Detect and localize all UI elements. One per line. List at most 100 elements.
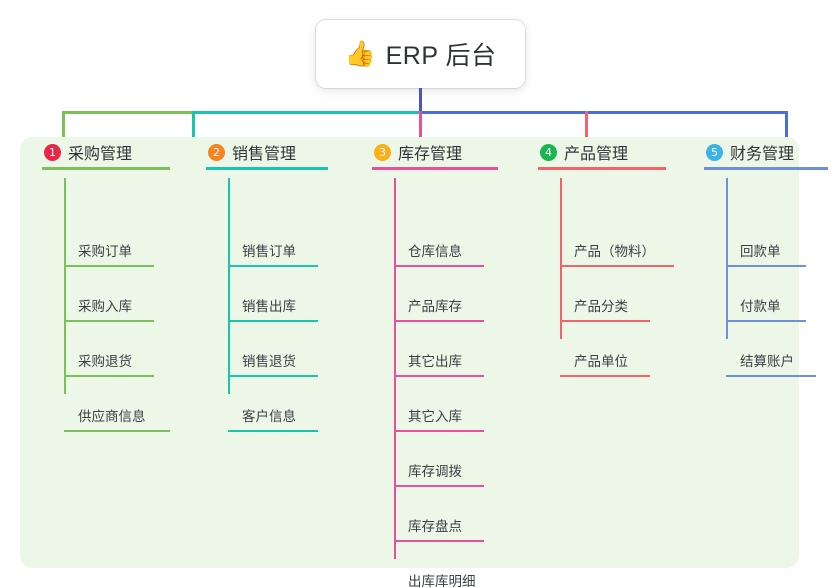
branch-header[interactable]: 2 销售管理 [206,137,328,167]
leaf-node-rule [726,320,806,322]
leaf-node-label: 销售退货 [242,354,296,369]
leaf-node[interactable]: 销售退货 [228,350,318,377]
leaf-node-rule [726,265,806,267]
leaf-node-rule [394,540,484,542]
leaf-node[interactable]: 销售出库 [228,295,318,322]
leaf-node-label: 采购入库 [78,299,132,314]
bus-segment [192,111,420,114]
branch-spine [228,178,230,394]
leaf-node-label: 产品分类 [574,299,628,314]
branch-drop-connector [419,111,422,137]
branch-index-badge: 1 [44,143,61,161]
leaf-node[interactable]: 采购入库 [64,295,154,322]
leaf-node-rule [64,265,154,267]
leaf-node-label: 其它入库 [408,409,462,424]
leaf-node-label: 库存盘点 [408,519,462,534]
thumbs-up-icon: 👍 [344,39,376,68]
leaf-node-rule [560,265,674,267]
branch-title: 采购管理 [68,146,133,163]
branch-title: 库存管理 [398,146,463,163]
leaf-node-label: 销售订单 [242,244,296,259]
branch-title: 销售管理 [232,146,297,163]
leaf-node-rule [228,265,318,267]
leaf-node-rule [64,430,170,432]
branches-panel: 1 采购管理采购订单采购入库采购退货供应商信息 2 销售管理销售订单销售出库销售退货客… [20,137,828,588]
root-node-title: ERP 后台 [385,42,497,70]
leaf-node[interactable]: 产品单位 [560,350,650,377]
leaf-node[interactable]: 仓库信息 [394,240,484,267]
leaf-node-label: 回款单 [740,244,781,259]
branch-drop-connector [192,111,195,137]
branch-column-3: 3 库存管理仓库信息产品库存其它出库其它入库库存调拨库存盘点出库库明细 [372,137,498,588]
leaf-node[interactable]: 出库库明细 [394,570,496,588]
leaf-node[interactable]: 产品分类 [560,295,650,322]
leaf-node[interactable]: 产品库存 [394,295,484,322]
leaf-node-label: 采购退货 [78,354,132,369]
leaf-node[interactable]: 产品（物料） [560,240,674,267]
branch-drop-connector [585,111,588,137]
branch-drop-connector [62,111,65,137]
branch-title: 财务管理 [730,146,795,163]
leaf-node-label: 结算账户 [740,354,794,369]
branch-header-rule [372,167,498,170]
branch-header[interactable]: 3 库存管理 [372,137,498,167]
leaf-node[interactable]: 销售订单 [228,240,318,267]
branch-spine [64,178,66,394]
leaf-node-rule [228,430,318,432]
leaf-node[interactable]: 付款单 [726,295,806,322]
leaf-node-rule [64,320,154,322]
branch-header[interactable]: 4 产品管理 [538,137,666,167]
root-connector-stem [419,88,422,113]
leaf-node-rule [228,320,318,322]
leaf-node-rule [64,375,154,377]
leaf-node-rule [394,265,484,267]
branch-header-rule [538,167,666,170]
branch-drop-connector [785,111,788,137]
leaf-node[interactable]: 供应商信息 [64,405,170,432]
leaf-node-label: 仓库信息 [408,244,462,259]
leaf-node[interactable]: 结算账户 [726,350,816,377]
branch-title: 产品管理 [564,146,629,163]
leaf-node-rule [394,320,484,322]
branch-index-badge: 4 [540,143,557,161]
leaf-node[interactable]: 库存盘点 [394,515,484,542]
leaf-node-label: 产品库存 [408,299,462,314]
leaf-node-rule [560,320,650,322]
bus-segment [62,111,192,114]
leaf-node-label: 产品单位 [574,354,628,369]
leaf-node-label: 产品（物料） [574,244,655,259]
leaf-node-label: 客户信息 [242,409,296,424]
leaf-node[interactable]: 其它入库 [394,405,484,432]
leaf-node[interactable]: 其它出库 [394,350,484,377]
leaf-node-label: 库存调拨 [408,464,462,479]
leaf-node-label: 供应商信息 [78,409,146,424]
leaf-node-label: 销售出库 [242,299,296,314]
branch-column-2: 2 销售管理销售订单销售出库销售退货客户信息 [206,137,328,432]
leaf-node-rule [726,375,816,377]
branch-column-1: 1 采购管理采购订单采购入库采购退货供应商信息 [42,137,170,432]
branch-spine [560,178,562,339]
leaf-node-label: 采购订单 [78,244,132,259]
bus-segment [420,111,787,114]
leaf-node-rule [228,375,318,377]
leaf-node-rule [394,485,484,487]
branch-spine [726,178,728,339]
root-node[interactable]: 👍 ERP 后台 [316,20,525,88]
leaf-node-label: 付款单 [740,299,781,314]
leaf-node-rule [394,430,484,432]
branch-index-badge: 3 [374,143,391,161]
branch-column-4: 4 产品管理产品（物料） 产品分类产品单位 [538,137,674,377]
leaf-node-rule [394,375,484,377]
branch-index-badge: 2 [208,143,225,161]
leaf-node[interactable]: 回款单 [726,240,806,267]
branch-header[interactable]: 1 采购管理 [42,137,170,167]
branch-header-rule [704,167,828,170]
leaf-node[interactable]: 采购退货 [64,350,154,377]
leaf-node-label: 出库库明细 [408,574,476,588]
leaf-node[interactable]: 库存调拨 [394,460,484,487]
leaf-node[interactable]: 采购订单 [64,240,154,267]
leaf-node[interactable]: 客户信息 [228,405,318,432]
